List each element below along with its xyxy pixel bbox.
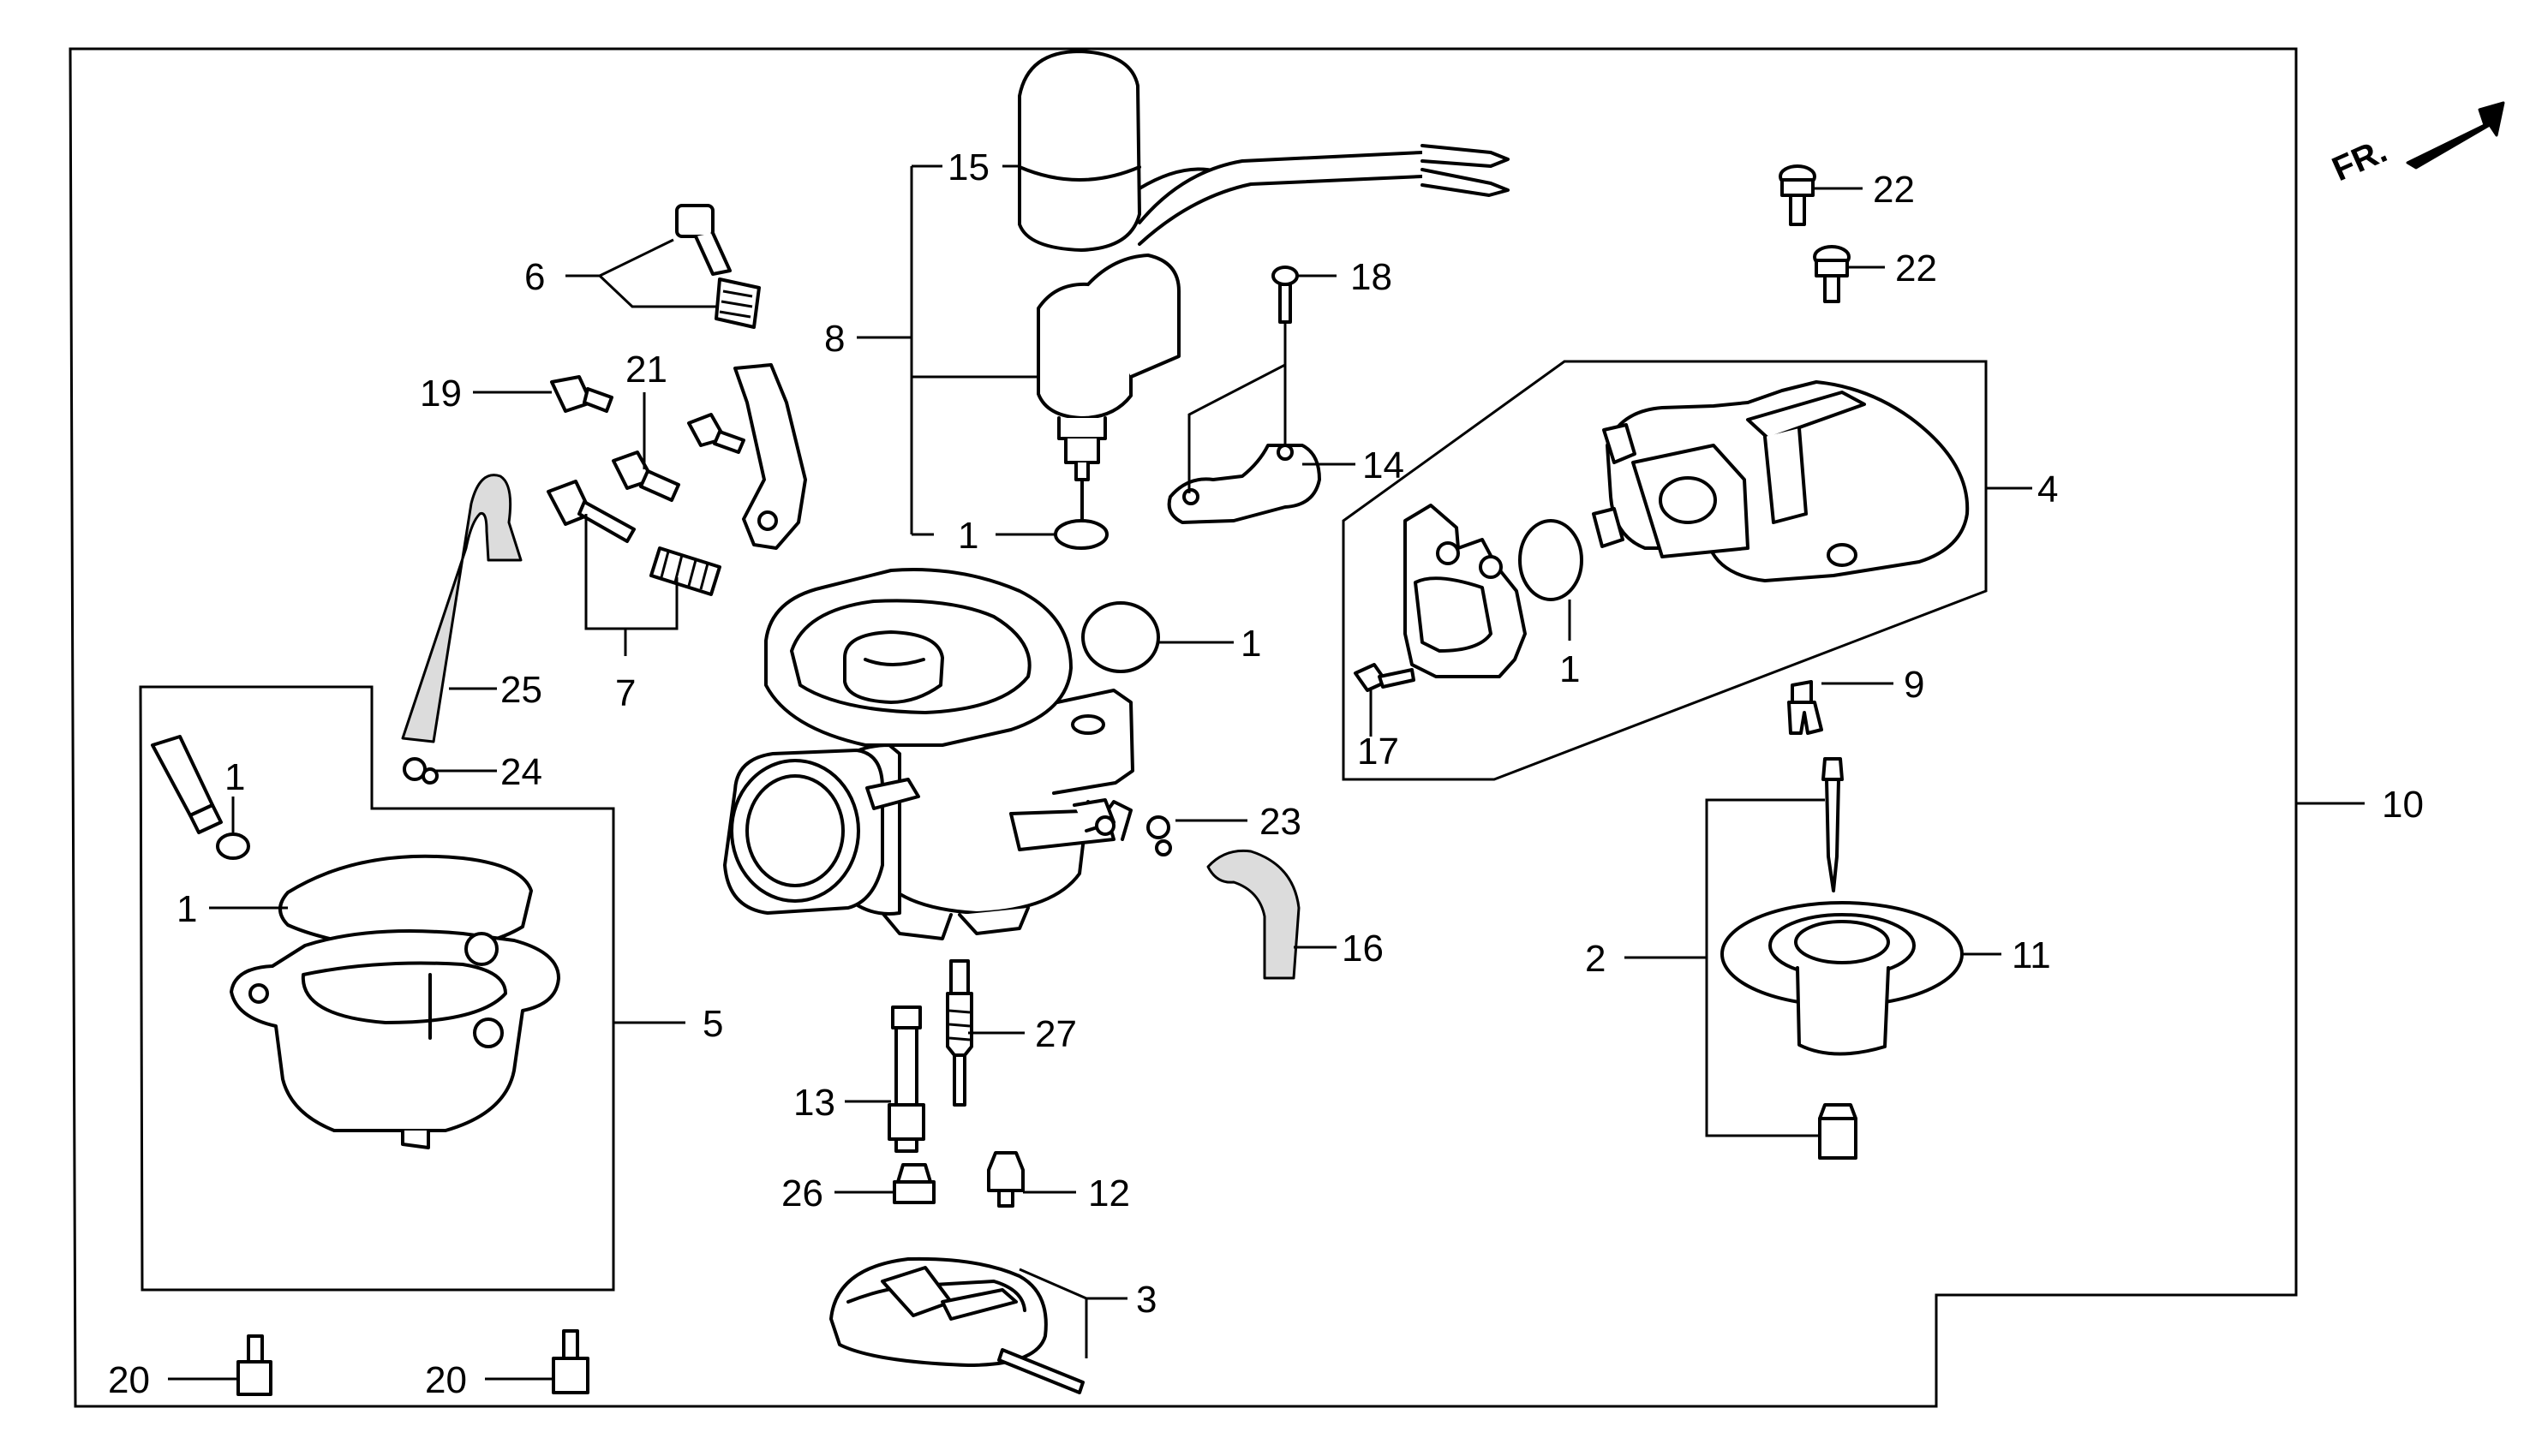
o-ring-choke-part: [1054, 519, 1109, 550]
callout-11: 11: [2012, 934, 2051, 976]
float-valve-12-part: [987, 1151, 1025, 1208]
needle-jet-13-part: [888, 1005, 925, 1153]
diaphragm-cover-4-part: [1592, 380, 1970, 582]
callout-14: 14: [1362, 445, 1404, 486]
callout-25: 25: [500, 669, 542, 711]
callout-1-gasket: 1: [176, 888, 197, 930]
auto-choke-body-part: [1037, 254, 1181, 526]
callout-numbers: 15 8 1 6 19 21 7 25 24 1 1 5 18 14 1 23 …: [108, 146, 2424, 1401]
leader-lines: [168, 164, 2365, 1381]
callout-17: 17: [1357, 731, 1399, 773]
callout-26: 26: [781, 1173, 823, 1214]
drain-washer-part: [216, 832, 250, 860]
callout-22-bottom: 22: [1895, 248, 1937, 289]
callout-18: 18: [1350, 256, 1392, 298]
o-ring-cover-part: [1518, 519, 1583, 601]
callout-1-choke: 1: [958, 515, 978, 557]
diaphragm-cover-group-outline: [1342, 360, 1988, 781]
choke-wires-part: [1138, 144, 1510, 246]
plate-14-part: [1167, 444, 1321, 524]
float-chamber-group-outline: [139, 685, 615, 1292]
callout-10: 10: [2382, 784, 2424, 826]
diaphragm-piston-11-part: [1720, 901, 1964, 1056]
callout-4: 4: [2037, 468, 2058, 510]
vent-hose-25-part: [401, 474, 523, 743]
hose-16-part: [1206, 849, 1301, 980]
hose-clip-24-part: [403, 757, 439, 785]
pilot-screw-6-part: [675, 204, 761, 329]
drain-screw-part: [151, 735, 223, 834]
screw-19-part: [550, 375, 613, 413]
float-chamber-5-part: [230, 929, 560, 1149]
callout-1-cover: 1: [1559, 648, 1580, 690]
callout-1-drain: 1: [224, 756, 245, 798]
front-direction-arrow: [2406, 101, 2505, 170]
callout-16: 16: [1342, 928, 1384, 970]
callout-21: 21: [625, 349, 667, 391]
bolt-20b-part: [552, 1329, 589, 1394]
callout-6: 6: [524, 256, 545, 298]
callout-7: 7: [615, 672, 636, 714]
screw-17-part: [1354, 663, 1415, 692]
carburetor-body-part: [723, 568, 1134, 940]
assembly-outline: [69, 47, 2298, 1408]
callout-13: 13: [793, 1082, 835, 1124]
callout-15: 15: [948, 146, 990, 188]
o-ring-body-part: [1081, 601, 1160, 673]
needle-holder-9-part: [1787, 680, 1823, 735]
slow-jet-27-part: [946, 959, 973, 1107]
front-label: FR.: [2327, 132, 2393, 188]
callout-20-left: 20: [108, 1359, 150, 1401]
callout-22-top: 22: [1873, 169, 1915, 211]
callout-9: 9: [1904, 664, 1924, 706]
callout-19: 19: [420, 373, 462, 415]
screw-21-part: [612, 451, 680, 502]
bracket-part: [733, 363, 807, 550]
callout-12: 12: [1088, 1173, 1130, 1214]
callout-27: 27: [1035, 1013, 1077, 1055]
callout-3: 3: [1136, 1279, 1157, 1321]
callout-20-right: 20: [425, 1359, 467, 1401]
main-jet-26-part: [893, 1163, 936, 1204]
insulator-plate-part: [1403, 504, 1527, 678]
jet-needle-part: [1821, 757, 1844, 892]
callout-1-body: 1: [1241, 623, 1261, 665]
callout-24: 24: [500, 751, 542, 793]
hose-clip-23-part: [1146, 815, 1172, 856]
bolt-20a-part: [236, 1334, 272, 1396]
spring-seat-part: [1818, 1103, 1857, 1160]
screw-22a-part: [1779, 164, 1816, 226]
auto-choke-cap-part: [1018, 50, 1261, 252]
callout-8: 8: [824, 318, 845, 360]
callout-23: 23: [1259, 801, 1301, 843]
callout-5: 5: [703, 1003, 723, 1045]
throttle-stop-screw-7-part: [547, 480, 721, 596]
screw-22b-part: [1813, 245, 1851, 303]
callout-2: 2: [1585, 938, 1606, 980]
screw-18-part: [1271, 266, 1299, 324]
screw-bracket-part: [687, 413, 745, 454]
float-3-part: [829, 1256, 1085, 1394]
